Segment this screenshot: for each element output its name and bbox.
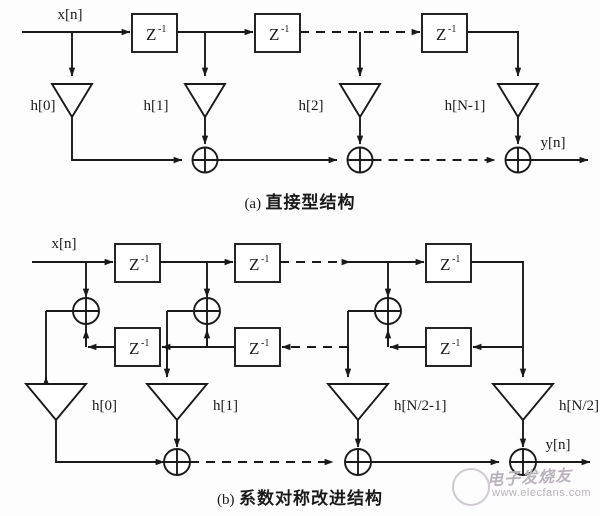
b-coeff-label-hN2: h[N/2] — [559, 398, 599, 414]
svg-text:Z: Z — [440, 255, 450, 274]
caption-a: (a) 直接型结构 — [0, 188, 600, 213]
b-delay-bot-3-label: Z -1 — [440, 338, 460, 358]
b-delay-top-2-label: Z -1 — [249, 254, 269, 274]
a-delay-block-1 — [131, 13, 178, 53]
a-output-label: y[n] — [541, 135, 566, 151]
a-gain-triangle-hN1 — [496, 83, 540, 119]
b-delay-top-1 — [114, 243, 161, 283]
b-delay-top-2 — [234, 243, 281, 283]
svg-text:-1: -1 — [158, 24, 166, 35]
svg-text:Z: Z — [269, 25, 279, 44]
svg-text:-1: -1 — [141, 338, 149, 349]
a-tap4-branch — [467, 31, 522, 77]
svg-text:Z: Z — [440, 339, 450, 358]
svg-text:Z: Z — [129, 339, 139, 358]
text-layer: Z -1 Z -1 Z -1 x[n] y[n] h[0] h[1] h[2] … — [31, 7, 600, 453]
caption-b: (b) 系数对称改进结构 — [0, 484, 600, 509]
b-h0-to-out-rail — [55, 420, 165, 466]
a-delay-1-label: Z -1 — [146, 24, 166, 44]
svg-text:Z: Z — [249, 255, 259, 274]
a-h0-to-adder1 — [71, 117, 183, 164]
caption-a-prefix: (a) — [244, 196, 262, 212]
b-output-label: y[n] — [546, 437, 571, 453]
svg-text:-1: -1 — [448, 24, 456, 35]
caption-b-prefix: (b) — [217, 492, 235, 508]
a-delay-3-label: Z -1 — [436, 24, 456, 44]
diagram-a-group — [22, 13, 589, 174]
b-gain-triangle-h0 — [23, 383, 89, 422]
svg-text:-1: -1 — [281, 24, 289, 35]
svg-text:-1: -1 — [261, 338, 269, 349]
b-delay-bot-2-label: Z -1 — [249, 338, 269, 358]
a-input-label: x[n] — [58, 7, 83, 23]
diagram-b-group — [23, 243, 591, 476]
b-gain-triangle-hN2 — [490, 383, 556, 422]
b-delay-top-3-label: Z -1 — [440, 254, 460, 274]
svg-text:Z: Z — [249, 339, 259, 358]
svg-text:-1: -1 — [452, 254, 460, 265]
b-coeff-label-h1: h[1] — [213, 398, 238, 414]
a-coeff-label-h2: h[2] — [299, 98, 324, 114]
a-delay-block-2 — [254, 13, 301, 53]
a-gain-triangle-h0 — [50, 83, 94, 119]
svg-text:-1: -1 — [141, 254, 149, 265]
svg-text:Z: Z — [436, 25, 446, 44]
svg-text:Z: Z — [129, 255, 139, 274]
b-delay-top-3 — [425, 243, 472, 283]
b-delay-bot-3 — [425, 327, 472, 367]
a-gain-triangle-h2 — [338, 83, 382, 119]
b-delay-top-1-label: Z -1 — [129, 254, 149, 274]
caption-a-text: 直接型结构 — [265, 193, 356, 212]
svg-text:Z: Z — [146, 25, 156, 44]
svg-text:-1: -1 — [261, 254, 269, 265]
svg-text:-1: -1 — [452, 338, 460, 349]
b-coeff-label-h0: h[0] — [92, 398, 117, 414]
a-gain-triangle-h1 — [183, 83, 227, 119]
b-delay-bot-1-label: Z -1 — [129, 338, 149, 358]
caption-b-text: 系数对称改进结构 — [238, 489, 383, 508]
b-gain-triangle-hN21 — [325, 383, 391, 422]
b-right-wrap-down — [471, 261, 524, 347]
a-coeff-label-hN1: h[N-1] — [445, 98, 486, 114]
b-gain-triangle-h1 — [144, 383, 210, 422]
a-delay-block-3 — [421, 13, 468, 53]
a-coeff-label-h0: h[0] — [31, 98, 56, 114]
b-coeff-label-hN21: h[N/2-1] — [394, 398, 447, 414]
b-input-label: x[n] — [52, 236, 77, 252]
a-coeff-label-h1: h[1] — [144, 98, 169, 114]
a-delay-2-label: Z -1 — [269, 24, 289, 44]
